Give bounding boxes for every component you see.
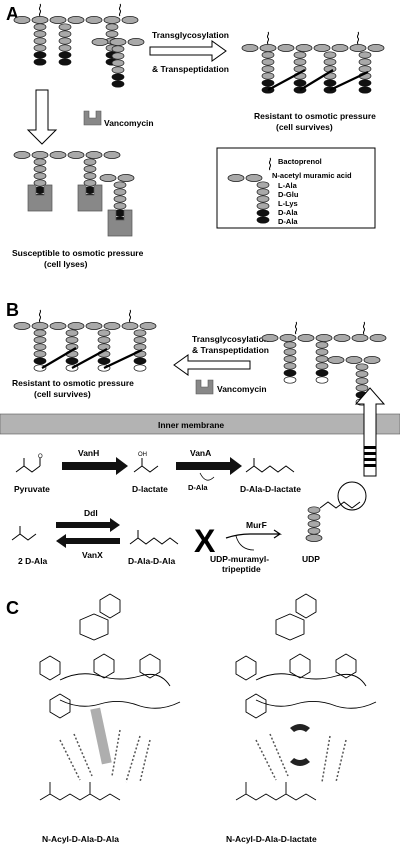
svg-text:O: O [38, 454, 43, 460]
panel-c-letter: C [6, 598, 19, 618]
process-label-b-1: Transglycosylation [192, 334, 269, 344]
transglycosylation-arrow: Transglycosylation & Transpeptidation [149, 30, 229, 74]
hbond-dashes-left [59, 729, 151, 783]
vana-arrow [176, 457, 242, 475]
transglycosylation-arrow-left [173, 354, 251, 376]
d-ala-d-lactate-structure [245, 458, 295, 473]
vanx-arrow [56, 534, 120, 548]
udp-muramyl-label-1: UDP-muramyl- [210, 554, 269, 564]
drug-label-b: Vancomycin [217, 384, 267, 394]
d-lactate-label: D-lactate [132, 484, 168, 494]
murf-label: MurF [246, 520, 267, 530]
panel-b-letter: B [6, 300, 19, 320]
two-d-ala-label: 2 D-Ala [18, 556, 48, 566]
process-label-b-2: & Transpeptidation [192, 345, 269, 355]
legend-d-ala-1: D-Ala [278, 208, 298, 217]
d-ala-d-lactate-label: D-Ala-D-lactate [240, 484, 301, 494]
highlight-bar-left [90, 707, 112, 765]
left-caption: N-Acyl-D-Ala-D-Ala [42, 834, 119, 844]
peptidoglycan-strand-top-left [13, 3, 145, 87]
vancomycin-complex-left [39, 593, 181, 801]
d-ala-d-ala-label: D-Ala-D-Ala [128, 556, 175, 566]
drug-label-a: Vancomycin [104, 118, 154, 128]
legend-d-glu: D-Glu [278, 190, 299, 199]
right-caption: N-Acyl-D-Ala-D-lactate [226, 834, 317, 844]
legend-bactoprenol: Bactoprenol [278, 157, 322, 166]
resistant-label-a-1: Resistant to osmotic pressure [254, 111, 376, 121]
panel-a: A Transglycosylation & Transpeptidation … [6, 3, 385, 269]
hbond-dashes-right [255, 733, 347, 783]
panel-c: C N-Acyl-D-Ala-D-Ala [6, 593, 377, 844]
d-ala-cosubstrate: D-Ala [188, 483, 208, 492]
udp-muramyl-label-2: tripeptide [222, 564, 261, 574]
legend-box: Bactoprenol N-acetyl muramic acid L-Ala … [216, 147, 376, 229]
udp-precursor [305, 481, 367, 542]
vanx-label: VanX [82, 550, 103, 560]
vanh-arrow [62, 457, 128, 475]
process-label-a-2: & Transpeptidation [152, 64, 229, 74]
pyruvate-structure: O [15, 454, 43, 473]
ddl-label: Ddl [84, 508, 98, 518]
udp-label: UDP [302, 554, 320, 564]
susceptible-label-2: (cell lyses) [44, 259, 88, 269]
murf-arrow [225, 529, 282, 539]
process-label-a-1: Transglycosylation [152, 30, 229, 40]
crosslinked-wall-a [241, 31, 385, 93]
vancomycin-complex-right [235, 593, 377, 801]
blocked-wall-a [13, 150, 135, 237]
legend-d-ala-2: D-Ala [278, 217, 298, 226]
blocked-step-cross: X [194, 523, 216, 559]
pyruvate-label: Pyruvate [14, 484, 50, 494]
vancomycin-icon-b [195, 379, 214, 395]
vancomycin-icon [83, 110, 102, 126]
upward-transport-arrow [354, 387, 386, 477]
panel-b: B Resistant to osmotic pressure (cell su… [0, 300, 400, 574]
vana-label: VanA [190, 448, 211, 458]
repulsion-marks-right [290, 724, 310, 766]
d-lactate-structure: OH [133, 452, 159, 473]
vanh-label: VanH [78, 448, 99, 458]
resistant-label-b-2: (cell survives) [34, 389, 91, 399]
crosslinked-wall-b [13, 309, 157, 371]
legend-nam: N-acetyl muramic acid [272, 171, 352, 180]
down-arrow-a [26, 89, 58, 145]
membrane-label: Inner membrane [158, 420, 224, 430]
svg-text:OH: OH [138, 452, 147, 458]
legend-l-lys: L-Lys [278, 199, 298, 208]
d-ala-d-ala-structure [129, 530, 179, 545]
susceptible-label-1: Susceptible to osmotic pressure [12, 248, 144, 258]
resistant-label-a-2: (cell survives) [276, 122, 333, 132]
inner-membrane [0, 413, 400, 435]
legend-l-ala: L-Ala [278, 181, 298, 190]
ddl-arrow [56, 518, 120, 532]
d-ala-structure [11, 526, 37, 541]
resistant-label-b-1: Resistant to osmotic pressure [12, 378, 134, 388]
